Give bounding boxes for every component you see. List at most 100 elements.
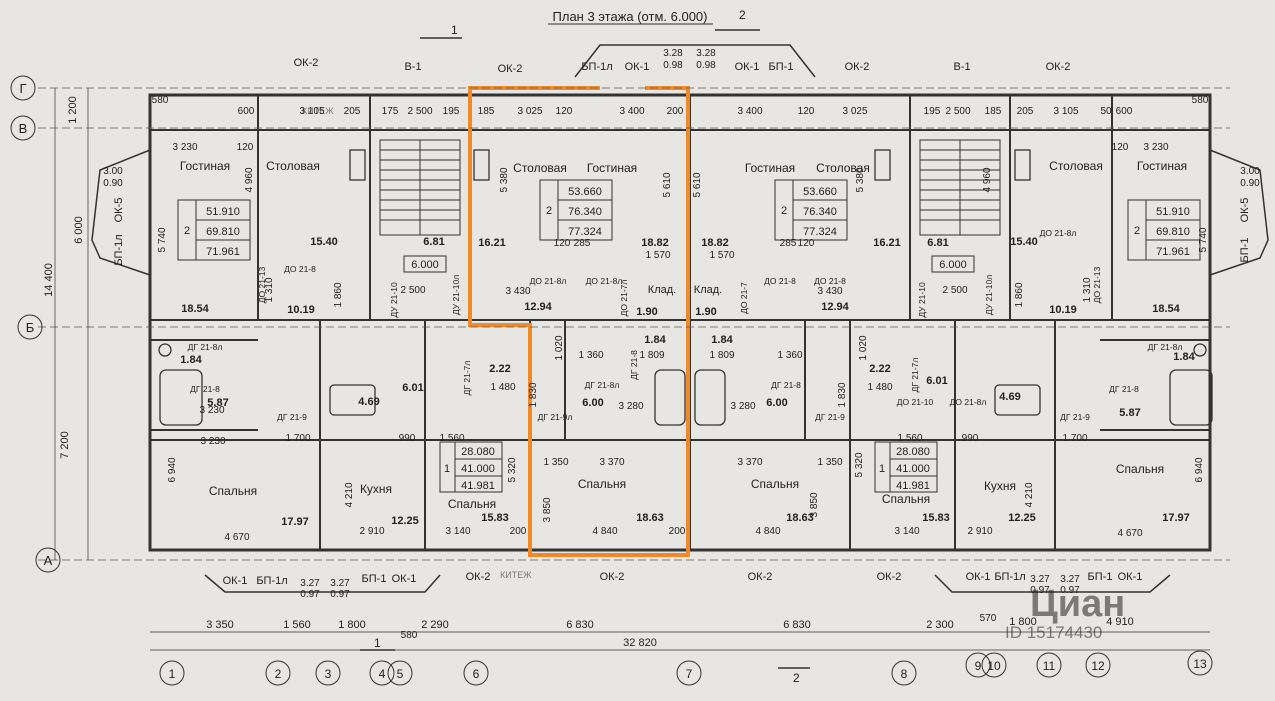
room-area: 15.83 (481, 512, 509, 524)
dim-label: 7 200 (59, 431, 71, 459)
axis-letter: Г (19, 81, 26, 96)
dim-label: 6 830 (783, 619, 811, 631)
dim-label: 1 480 (490, 382, 515, 393)
dim-label: 6 940 (167, 457, 178, 482)
dim-label: 50 (1100, 106, 1112, 117)
axis-bubble (369, 660, 395, 686)
dim-label: 580 (1192, 95, 1209, 106)
door-label: ДУ 21-10л (984, 275, 994, 315)
window-label: ОК-2 (294, 57, 319, 69)
window-label: ОК-2 (498, 63, 523, 75)
room-area: 1.90 (636, 306, 657, 318)
axis-bubble (35, 547, 61, 573)
dim-label: 175 (382, 106, 399, 117)
grid-axes (38, 87, 1230, 561)
dim-label: 1 570 (709, 250, 734, 261)
dim-label: 990 (962, 433, 979, 444)
axis-number-bubbles: 1 2 3 4 5 6 7 8 9 10 11 12 13 (159, 650, 1213, 686)
dim-label: 3 850 (809, 492, 820, 517)
room-area: 2.22 (489, 363, 510, 375)
dim-label: 580 (152, 95, 169, 106)
dim-label: 120 (556, 106, 573, 117)
dim-label: 195 (443, 106, 460, 117)
dim-label: 4 840 (755, 526, 780, 537)
dim-label: 14 400 (43, 263, 55, 297)
axis-letter: В (19, 121, 28, 136)
level-frame (403, 255, 447, 273)
dim-label: 1 570 (645, 250, 670, 261)
dim-label: 2 500 (942, 285, 967, 296)
dim-label: 120 (554, 238, 571, 249)
top-window-labels: ОК-2 В-1 ОК-2 БП-1л ОК-1 ОК-1 БП-1 ОК-2 … (294, 57, 1071, 75)
dim-label: 3 025 (517, 106, 542, 117)
plan-title: План 3 этажа (отм. 6.000) (553, 9, 708, 24)
room-area: 6.00 (766, 397, 787, 409)
apt-rooms: 1 (879, 463, 885, 475)
dim-label: 3 105 (299, 106, 324, 117)
room-name: Спальня (448, 497, 496, 511)
outer-wall (148, 93, 1212, 552)
door-label: ДГ 21-8 (629, 350, 639, 380)
room-name: Столовая (266, 159, 320, 173)
room-area: 4.69 (358, 396, 379, 408)
window-label: ОК-1 (223, 575, 248, 587)
window-label: БП-1 (1088, 571, 1113, 583)
section-mark-2-bottom: 2 (793, 671, 800, 685)
balcony-mark: 0.97 (1030, 585, 1050, 596)
box-frame (439, 441, 503, 493)
apt-area: 28.080 (896, 446, 930, 458)
dim-label: 6 000 (73, 216, 85, 244)
room-area: 2.22 (869, 363, 890, 375)
door-label: ДГ 21-8л (585, 380, 620, 390)
room-area: 12.25 (391, 515, 419, 527)
fixtures (158, 149, 1213, 426)
apartment-boxes: 2 51.910 69.810 71.961 2 53.660 76.340 7… (177, 179, 1201, 493)
apt-area: 53.660 (568, 186, 602, 198)
door-label: ДГ 21-9л (538, 412, 573, 422)
dim-label: 990 (399, 433, 416, 444)
axis-bubble (387, 660, 413, 686)
dim-label: 2 300 (926, 619, 954, 631)
dim-label: 4 670 (1117, 528, 1142, 539)
apt-rooms: 1 (444, 463, 450, 475)
dim-label: 3 230 (172, 142, 197, 153)
balcony-mark: 3.27 (300, 578, 320, 589)
dim-label: 285 (574, 238, 591, 249)
room-area: 5.87 (207, 397, 228, 409)
room-area: 18.63 (786, 512, 814, 524)
level-frame (931, 255, 975, 273)
dim-label: 3 025 (842, 106, 867, 117)
dim-label: 1 020 (858, 335, 869, 360)
door-label: ДГ 21-9 (815, 412, 845, 422)
dim-label: 3 850 (542, 497, 553, 522)
axis-letter: А (44, 553, 53, 568)
room-area: 1.90 (695, 306, 716, 318)
axis-bubble (1036, 652, 1062, 678)
dim-label: 1 360 (578, 350, 603, 361)
balcony-mark: 3.27 (1060, 574, 1080, 585)
apt-area: 28.080 (461, 446, 495, 458)
dim-label: 3 370 (737, 457, 762, 468)
axis-number: 8 (901, 667, 908, 681)
window-label: ОК-1 (1118, 571, 1143, 583)
room-area: 1.84 (644, 334, 666, 346)
dim-label: 3 140 (894, 526, 919, 537)
room-name: Спальня (578, 477, 626, 491)
window-label: БП-1 (362, 573, 387, 585)
dim-label: 4 210 (1024, 482, 1035, 507)
apt-area: 41.981 (461, 480, 495, 492)
dim-label: 2 500 (945, 106, 970, 117)
dim-label: 580 (401, 630, 418, 641)
dim-label: 200 (669, 526, 686, 537)
level-mark: 6.000 (939, 259, 967, 271)
side-label: ОК-5 (113, 198, 125, 223)
bathtub (694, 369, 726, 426)
watermark: Циан ID 15174430 КИТЕЖ КИТЕЖ (302, 106, 1125, 642)
apt-rooms: 2 (184, 225, 190, 237)
dim-label: 5 610 (662, 172, 673, 197)
dim-label: 1 310 (264, 277, 275, 302)
dim-label: 5 320 (507, 457, 518, 482)
dim-label: 1 860 (333, 282, 344, 307)
room-area: 18.54 (1152, 303, 1180, 315)
